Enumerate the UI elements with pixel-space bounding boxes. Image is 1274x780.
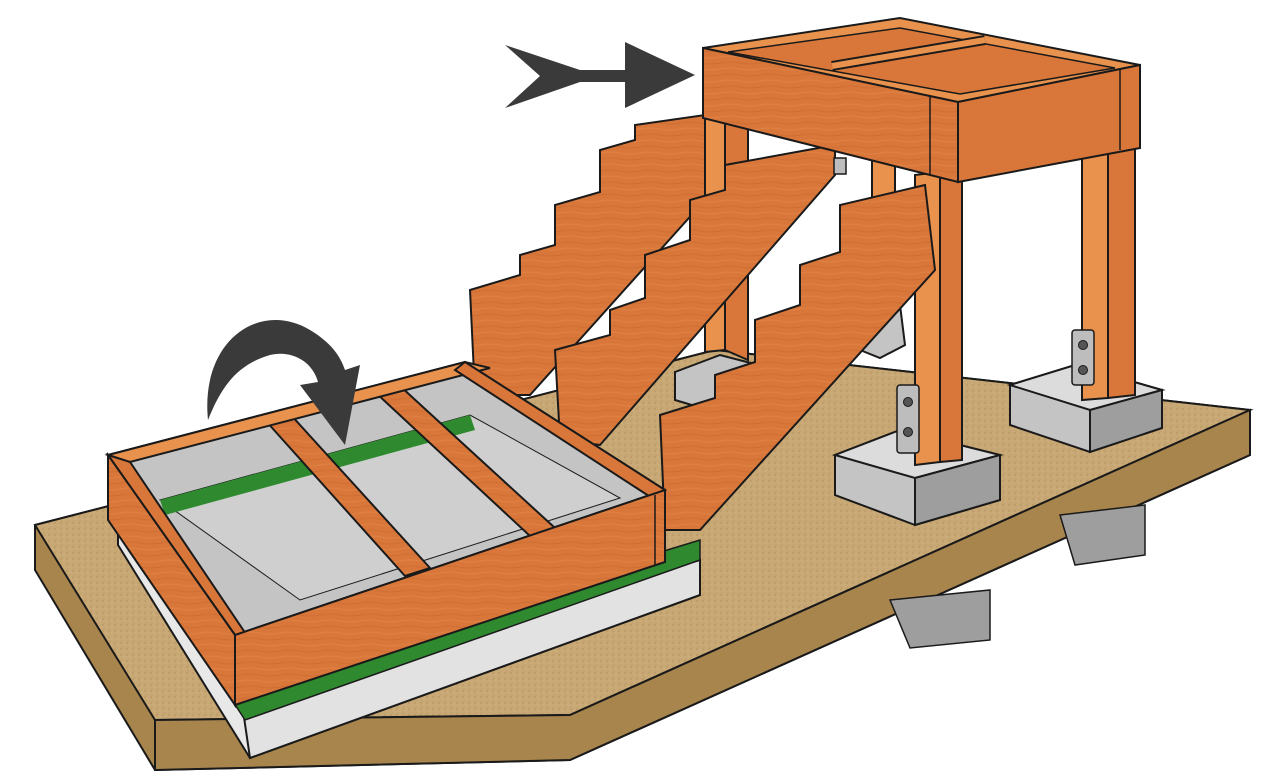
arrow-right-icon <box>505 42 695 108</box>
curved-arrow-down-icon <box>207 320 360 445</box>
landing-platform <box>702 16 1141 184</box>
stair-stringer <box>658 183 937 531</box>
support-post <box>1071 126 1136 402</box>
bottom-landing-frame <box>104 360 668 709</box>
buried-footing <box>888 504 1146 649</box>
stair-stringer <box>553 143 847 447</box>
